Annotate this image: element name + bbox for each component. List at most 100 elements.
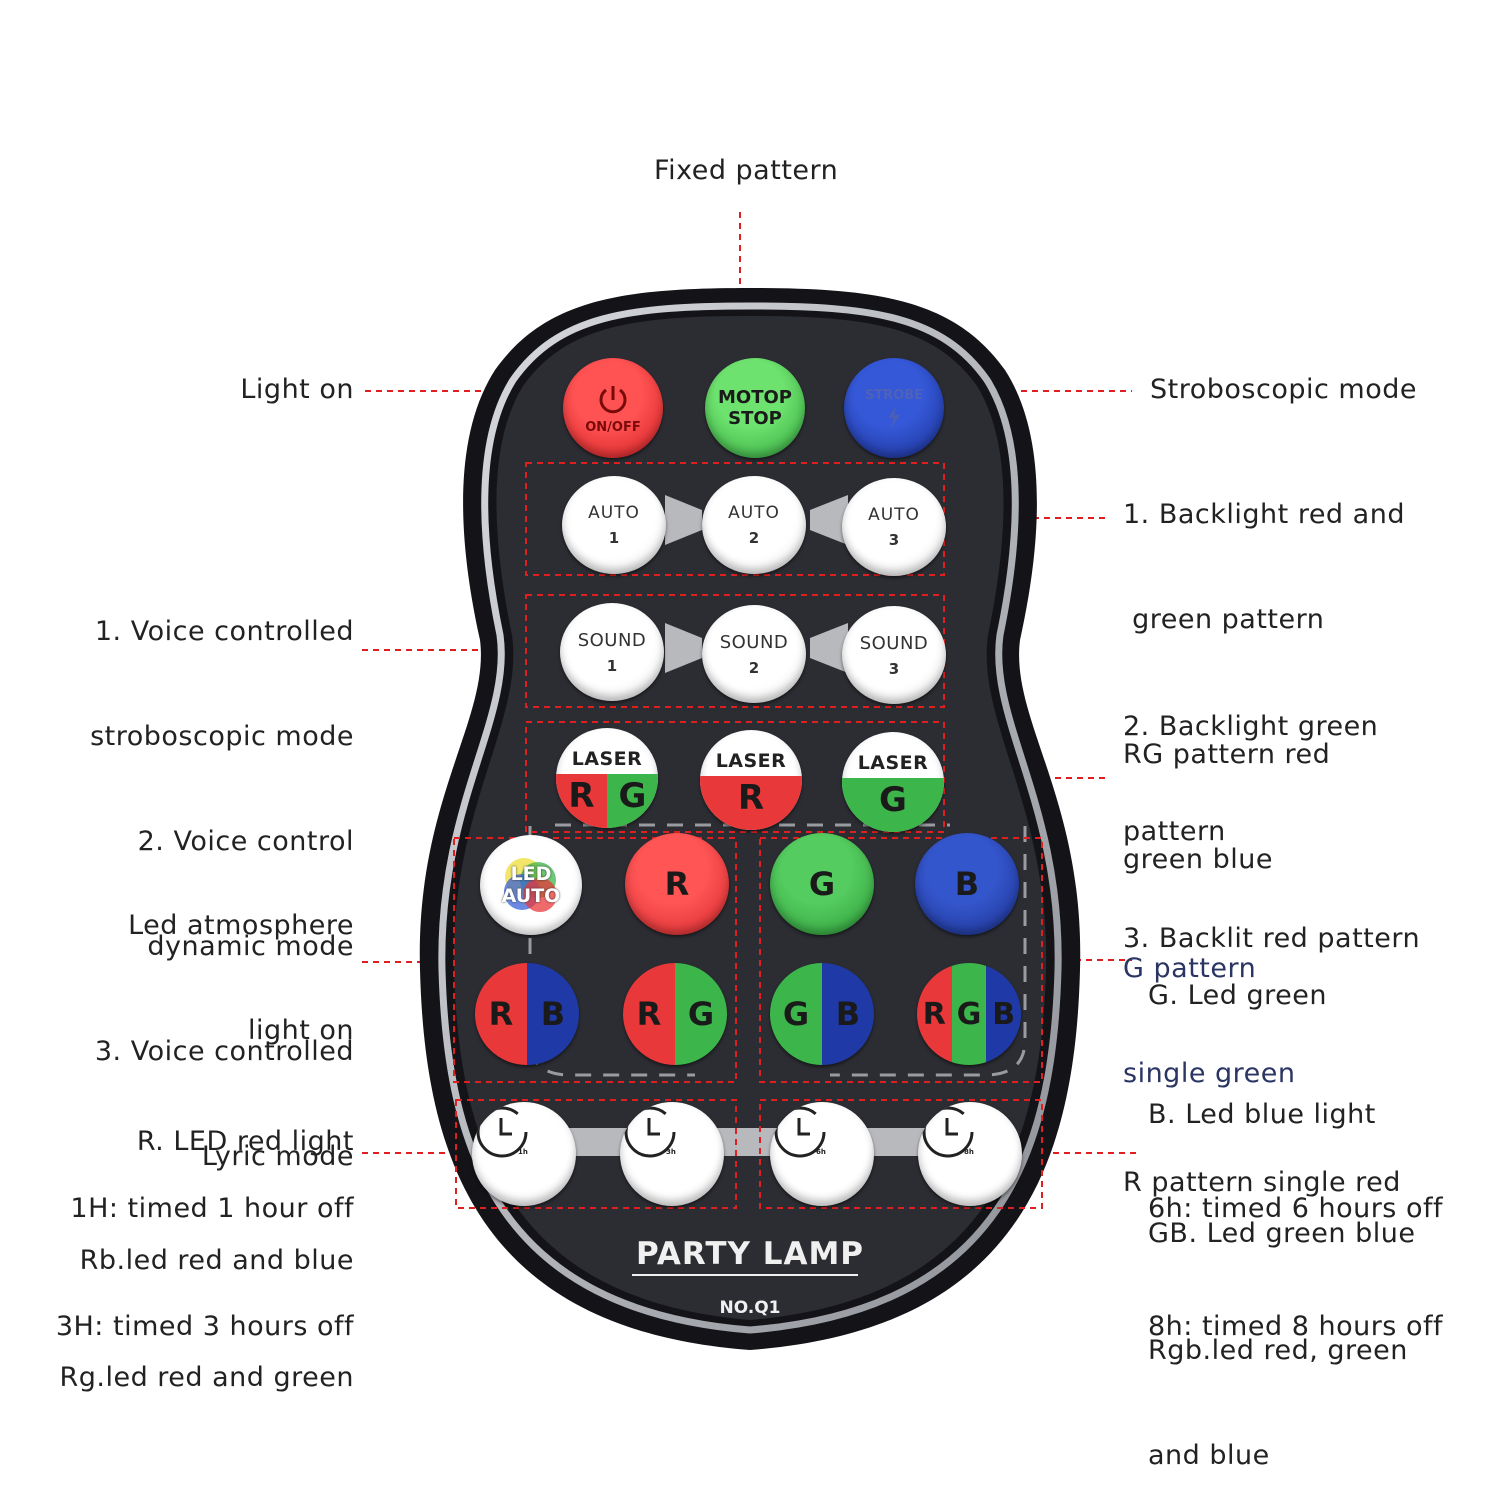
sound-2-button[interactable]: SOUND 2	[702, 605, 806, 703]
laser-r-r: R	[700, 776, 802, 830]
rgb-circles-icon	[504, 858, 557, 912]
timer-6h-button[interactable]: 6h	[770, 1102, 874, 1206]
laser-desc-line: R pattern single red	[1123, 1167, 1401, 1198]
label-timer-left-description: 1H: timed 1 hour off 3H: timed 3 hours o…	[30, 1121, 354, 1379]
sound-2-label: SOUND	[719, 631, 789, 653]
led-left-desc-line: Rg.led red and green	[59, 1362, 354, 1393]
led-rb-button[interactable]: R B	[475, 963, 579, 1065]
remote-rim	[438, 302, 1062, 1334]
box-laser	[525, 721, 945, 833]
motor-label-line2: STOP	[728, 408, 782, 429]
laser-rg-g: G	[607, 774, 658, 828]
clock-icon: 6h	[774, 1106, 826, 1158]
auto-2-number: 2	[748, 529, 760, 547]
led-rgb-button[interactable]: R G B	[917, 963, 1021, 1065]
sound-desc-line: 2. Voice control	[137, 826, 354, 857]
led-left-desc-line: R. LED red light	[136, 1126, 354, 1157]
sound-1-button[interactable]: SOUND 1	[560, 603, 664, 701]
led-left-desc-line: light on	[247, 1015, 354, 1046]
motor-stop-button[interactable]: MOTOP STOP	[705, 358, 805, 458]
led-auto-button[interactable]: LED AUTO	[480, 835, 582, 935]
party-lamp-remote: ON/OFF MOTOP STOP STROBE AUTO 1 AUTO 2 A…	[410, 280, 1090, 1360]
laser-desc-line: green blue	[1123, 844, 1273, 875]
label-laser-description: RG pattern red green blue G pattern sing…	[1123, 667, 1401, 1235]
laser-rg-label: LASER	[571, 748, 643, 770]
label-fixed-pattern: Fixed pattern	[654, 155, 839, 186]
auto-1-number: 1	[608, 529, 620, 547]
auto-desc-line: 2. Backlight green	[1123, 711, 1379, 742]
timer-right-desc-line: 6h: timed 6 hours off	[1148, 1193, 1443, 1224]
auto-desc-line: 3. Backlit red pattern	[1123, 923, 1421, 954]
box-timer-left	[455, 1099, 737, 1209]
sound-3-button[interactable]: SOUND 3	[842, 606, 946, 704]
lightning-icon	[888, 406, 900, 428]
sound-desc-line: 3. Voice controlled	[94, 1036, 354, 1067]
label-led-right-description: G. Led green B. Led blue light GB. Led g…	[1148, 908, 1415, 1508]
led-left-desc-line: Led atmosphere	[128, 910, 354, 941]
sound-desc-line: 1. Voice controlled	[94, 616, 354, 647]
auto-2-button[interactable]: AUTO 2	[702, 476, 806, 574]
label-sound-description: 1. Voice controlled stroboscopic mode 2.…	[40, 544, 354, 1209]
timer-8h-button[interactable]: 8h	[918, 1102, 1022, 1206]
laser-desc-line: RG pattern red	[1123, 739, 1331, 770]
led-green-button[interactable]: G	[770, 833, 874, 935]
power-button[interactable]: ON/OFF	[563, 358, 663, 458]
laser-rg-button[interactable]: LASER R G	[556, 728, 658, 828]
laser-r-label: LASER	[715, 750, 787, 772]
led-left-desc-line: Rb.led red and blue	[79, 1245, 354, 1276]
auto-desc-line: pattern	[1123, 816, 1226, 847]
label-auto-description: 1. Backlight red and green pattern 2. Ba…	[1123, 427, 1420, 991]
power-label: ON/OFF	[585, 419, 641, 435]
sound-desc-line: Lyric mode	[201, 1141, 354, 1172]
led-right-desc-line: and blue	[1148, 1440, 1270, 1471]
label-stroboscopic-mode: Stroboscopic mode	[1150, 374, 1417, 405]
led-rgb-g: G	[951, 963, 987, 1065]
auto-1-button[interactable]: AUTO 1	[562, 476, 666, 574]
strobe-label: STROBE	[864, 388, 924, 403]
timer-8h-text: 8h	[964, 1148, 974, 1156]
timer-left-desc-line: 3H: timed 3 hours off	[55, 1311, 354, 1342]
box-timer-right	[759, 1099, 1043, 1209]
motor-label-line1: MOTOP	[718, 387, 792, 408]
laser-r-button[interactable]: LASER R	[700, 730, 802, 830]
auto-2-label: AUTO	[728, 503, 780, 523]
timer-left-desc-line: 1H: timed 1 hour off	[70, 1193, 354, 1224]
box-led-right	[759, 837, 1043, 1083]
led-gb-button[interactable]: G B	[770, 963, 874, 1065]
laser-desc-line: G pattern	[1123, 953, 1257, 984]
led-right-desc-line: Rgb.led red, green	[1148, 1335, 1408, 1366]
timer-3h-button[interactable]: 3h	[620, 1102, 724, 1206]
auto-desc-line: green pattern	[1123, 604, 1325, 635]
led-right-desc-line: G. Led green	[1148, 980, 1327, 1011]
auto-3-button[interactable]: AUTO 3	[842, 478, 946, 576]
sound-desc-line: dynamic mode	[147, 931, 354, 962]
power-icon	[599, 385, 627, 413]
led-blue-button[interactable]: B	[915, 833, 1019, 935]
sound-2-number: 2	[748, 658, 760, 677]
auto-3-label: AUTO	[868, 505, 920, 525]
timer-6h-text: 6h	[816, 1148, 826, 1156]
laser-g-label: LASER	[857, 752, 929, 774]
label-light-on: Light on	[240, 374, 354, 405]
led-auto-line2: AUTO	[501, 885, 561, 907]
timer-1h-button[interactable]: 1h	[472, 1102, 576, 1206]
strobe-button[interactable]: STROBE	[844, 358, 944, 458]
led-rg-button[interactable]: R G	[623, 963, 727, 1065]
laser-desc-line: single green	[1123, 1058, 1296, 1089]
led-green-label: G	[808, 865, 836, 903]
timer-3h-text: 3h	[666, 1148, 676, 1156]
timer-right-desc-line: 8h: timed 8 hours off	[1148, 1311, 1443, 1342]
model-number: NO.Q1	[719, 1298, 781, 1318]
laser-rg-r: R	[556, 774, 607, 828]
sound-desc-line: stroboscopic mode	[90, 721, 354, 752]
auto-3-number: 3	[888, 531, 900, 549]
led-red-button[interactable]: R	[625, 833, 729, 935]
led-blue-label: B	[954, 865, 980, 903]
led-auto-line1: LED	[510, 863, 552, 885]
clock-icon: 3h	[624, 1106, 676, 1158]
brand-name: PARTY LAMP	[635, 1236, 865, 1272]
auto-1-label: AUTO	[588, 503, 640, 523]
label-timer-right-description: 6h: timed 6 hours off 8h: timed 8 hours …	[1148, 1121, 1443, 1379]
led-right-desc-line: B. Led blue light	[1148, 1099, 1376, 1130]
laser-g-button[interactable]: LASER G	[842, 732, 944, 832]
